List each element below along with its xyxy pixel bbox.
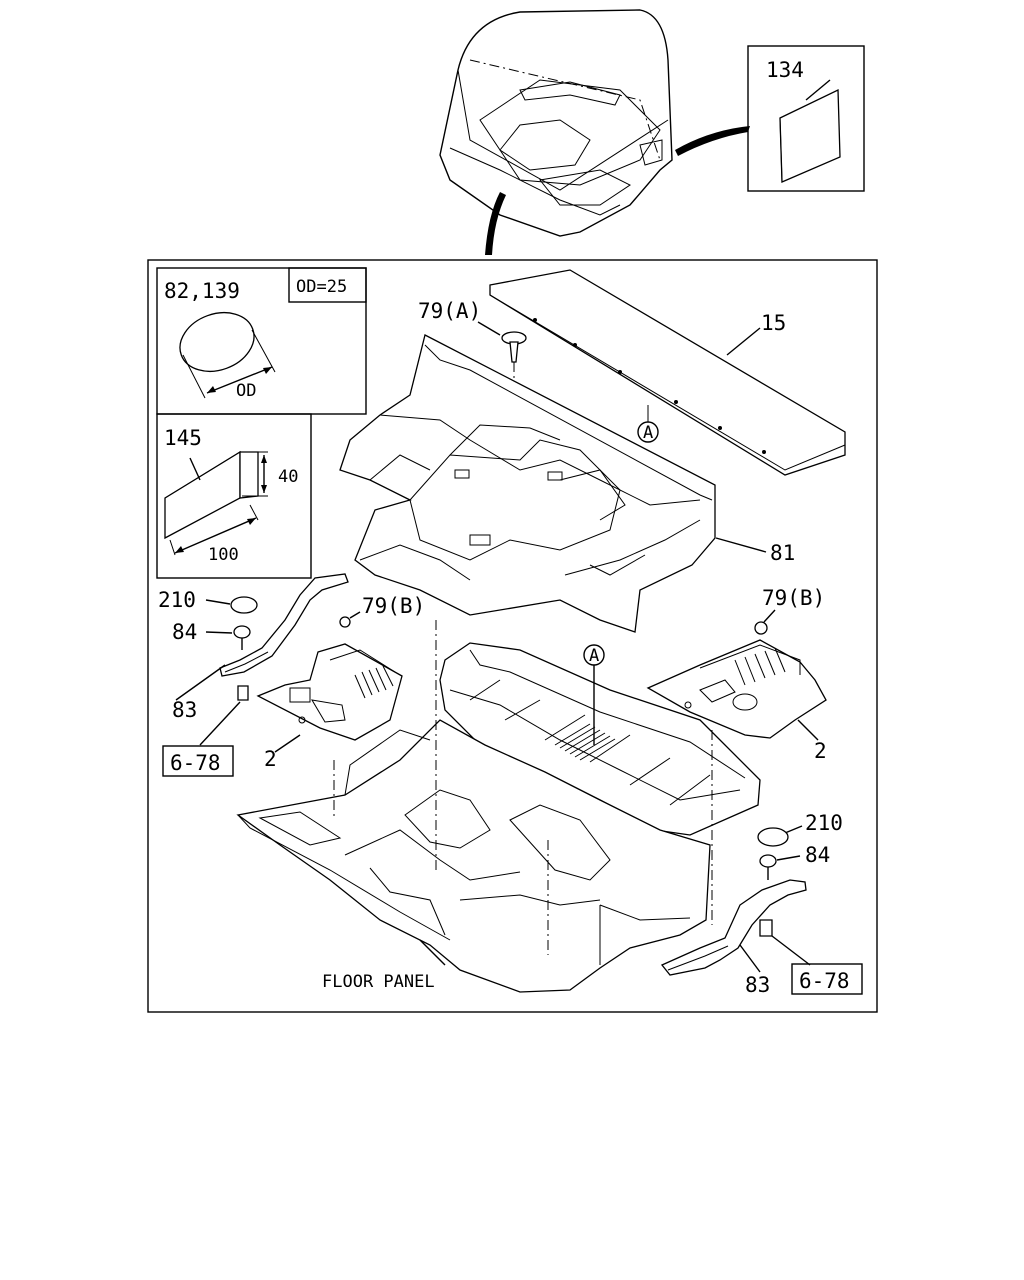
inset-82-139: 82,139 OD=25 OD bbox=[156, 267, 367, 415]
callout-81: 81 bbox=[770, 541, 795, 565]
dim-40: 40 bbox=[278, 467, 298, 487]
right-pad-assembly: 79(B) 2 bbox=[646, 586, 827, 763]
part-81-insulator: 81 bbox=[339, 334, 795, 633]
floor-panel: FLOOR PANEL bbox=[236, 620, 713, 993]
callout-79b-left: 79(B) bbox=[362, 594, 425, 618]
callout-83-left: 83 bbox=[172, 698, 197, 722]
part-79a-clip: 79(A) bbox=[418, 299, 527, 452]
inset-145: 145 40 100 bbox=[156, 413, 312, 579]
callout-15: 15 bbox=[761, 311, 786, 335]
od-spec: OD=25 bbox=[296, 277, 347, 297]
callout-145: 145 bbox=[164, 426, 202, 450]
cab-leader-lines bbox=[485, 126, 750, 255]
callout-134: 134 bbox=[766, 58, 804, 82]
left-strap-assembly: 210 84 83 6-78 bbox=[158, 573, 349, 777]
ref-6-78-right: 6-78 bbox=[799, 969, 850, 993]
circle-a-mid: A bbox=[589, 646, 599, 666]
dim-od: OD bbox=[236, 381, 256, 401]
callout-83-right: 83 bbox=[745, 973, 770, 997]
cab-overview-illustration bbox=[439, 9, 673, 237]
callout-2-left: 2 bbox=[264, 747, 277, 771]
dim-100: 100 bbox=[208, 545, 239, 565]
circle-a-top: A bbox=[643, 423, 653, 443]
callout-82-139: 82,139 bbox=[164, 279, 240, 303]
callout-2-right: 2 bbox=[814, 739, 827, 763]
callout-84-right: 84 bbox=[805, 843, 830, 867]
floor-panel-label: FLOOR PANEL bbox=[322, 972, 435, 992]
ref-6-78-left: 6-78 bbox=[170, 751, 221, 775]
part-15-panel: 15 A bbox=[489, 269, 846, 476]
floor-insulator-middle: A bbox=[439, 642, 761, 836]
callout-84-left: 84 bbox=[172, 620, 197, 644]
left-pad-assembly: 79(B) 2 bbox=[256, 594, 425, 771]
callout-210-right: 210 bbox=[805, 811, 843, 835]
right-strap-assembly: 210 84 83 6-78 bbox=[660, 811, 863, 997]
part-134-box: 134 bbox=[747, 45, 865, 192]
callout-210-left: 210 bbox=[158, 588, 196, 612]
main-diagram-frame bbox=[147, 259, 878, 1013]
callout-79b-right: 79(B) bbox=[762, 586, 825, 610]
callout-79a: 79(A) bbox=[418, 299, 481, 323]
